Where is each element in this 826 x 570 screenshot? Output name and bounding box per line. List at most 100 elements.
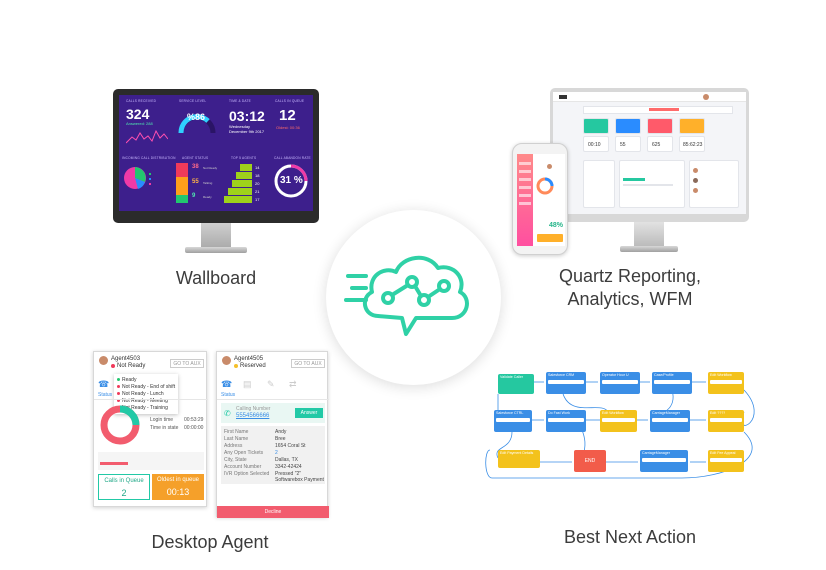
flow-node[interactable]: Edit Fee Appeal	[708, 450, 744, 472]
field-value: Dallas, TX	[275, 457, 298, 463]
status-value-1: 55	[192, 179, 199, 185]
node-label: Salesforce CTRL	[496, 411, 524, 415]
calls-in-queue-value: 12	[279, 107, 296, 124]
end-label: END	[584, 458, 596, 464]
go-to-aux-button[interactable]: GO TO AUX	[170, 359, 204, 368]
desktop-agent-panel-1: Agent4503 Not Ready GO TO AUX Ready Not …	[93, 351, 208, 507]
field-label: Any Open Tickets	[224, 450, 264, 456]
time-in-state-label: Time in state	[150, 425, 179, 431]
field-label: City, State	[224, 457, 247, 463]
ai-cloud-chat-icon	[344, 256, 469, 336]
flow-node[interactable]: Operator Hour U	[600, 372, 640, 394]
field-label: Account Number	[224, 464, 262, 470]
distribution-label: Incoming Call Distribution	[122, 156, 176, 160]
date-line2: December 9th 2017	[229, 129, 265, 134]
go-to-aux-button[interactable]: GO TO AUX	[291, 359, 325, 368]
field-value[interactable]: 2	[275, 450, 278, 456]
flow-node-end[interactable]: END	[574, 450, 606, 472]
node-label: CarriageManager	[642, 451, 670, 455]
avatar	[99, 356, 108, 365]
document-icon[interactable]: ▤	[243, 379, 252, 389]
flow-node[interactable]: Edit Payment Details	[498, 450, 540, 468]
incoming-phone-icon: ✆	[224, 409, 231, 418]
abandon-label: Call Abandon Rate	[274, 156, 311, 160]
status-dot	[234, 364, 238, 368]
transfer-icon[interactable]: ⇄	[289, 379, 297, 389]
tab-status[interactable]: Status	[98, 392, 113, 398]
menu-item-training[interactable]: Not Ready - Training	[122, 405, 168, 411]
answer-button[interactable]: Answer	[295, 408, 323, 418]
tab-status[interactable]: Status	[221, 392, 236, 398]
node-label: Case/Profile	[654, 373, 674, 377]
flow-node[interactable]: Do Fast Work	[546, 410, 586, 432]
progress-bar	[100, 462, 128, 465]
caption-wallboard: Wallboard	[175, 268, 257, 288]
incoming-call-box: ✆ Calling Number 5554566666 Answer	[221, 403, 325, 423]
abandon-rate-ring	[274, 164, 308, 198]
flow-node[interactable]: Edit ????	[708, 410, 744, 432]
caller-details	[221, 426, 325, 484]
status-value-0: 38	[192, 164, 199, 170]
node-label: CarriageManager	[652, 411, 680, 415]
status-name-0: Not Ready	[203, 166, 218, 170]
agent-status-label: Agent Status	[182, 156, 209, 160]
flow-node[interactable]: Salesforce CTRL	[494, 410, 532, 432]
service-level-value: %86	[187, 112, 206, 122]
menu-item-end-of-shift[interactable]: Not Ready - End of shift	[122, 384, 176, 390]
field-value: 1654 Coral St	[275, 443, 306, 449]
distribution-pie	[124, 167, 151, 189]
flow-diagram: Validate Caller Salesforce CRM Operator …	[482, 360, 772, 490]
avatar	[222, 356, 231, 365]
incoming-number[interactable]: 5554566666	[236, 413, 270, 419]
phone-icon[interactable]: ☎	[221, 379, 233, 389]
oldest-label: Oldest in queue	[156, 477, 200, 483]
decline-button[interactable]: Decline	[217, 506, 329, 518]
top5-value-1: 18	[255, 173, 260, 178]
node-label: Edit Workflow	[602, 411, 624, 415]
kpi-1: 55	[620, 142, 626, 148]
field-value: 3342-42424	[275, 464, 302, 470]
calls-received-label: Calls Received	[126, 99, 157, 103]
agent-name: Agent4503	[111, 356, 141, 362]
status-dot	[111, 364, 115, 368]
menu-item-meeting[interactable]: Not Ready - Meeting	[122, 398, 168, 404]
agent-name: Agent4505	[234, 356, 264, 362]
node-label: Validate Caller	[500, 375, 524, 379]
flow-node[interactable]: CarriageManager	[650, 410, 690, 432]
phone-icon[interactable]: ☎	[98, 379, 110, 389]
oldest-in-queue-box: Oldest in queue 00:13	[152, 474, 204, 500]
status-select[interactable]: Not Ready	[117, 363, 146, 369]
node-label: Do Fast Work	[548, 411, 570, 415]
top5-label: Top 5 Agents	[231, 156, 257, 160]
field-label: Address	[224, 443, 243, 449]
flow-node[interactable]: Edit Workflow	[600, 410, 637, 432]
flow-node[interactable]: Case/Profile	[652, 372, 692, 394]
service-level-gauge	[178, 114, 216, 134]
wallboard-screen: Calls Received Service Level Time & Date…	[119, 95, 313, 211]
flow-node-validate-caller[interactable]: Validate Caller	[498, 374, 534, 394]
desktop-agent-panel-2: Agent4505 Reserved GO TO AUX ☎ ▤ ✎ ⇄ Sta…	[216, 351, 329, 518]
kpi-2: 625	[652, 142, 661, 148]
calls-sparkline	[126, 129, 168, 144]
node-label: Salesforce CRM	[548, 373, 575, 377]
node-label: Edit ????	[710, 411, 726, 415]
menu-item-ready[interactable]: Ready	[122, 377, 137, 383]
center-badge	[326, 210, 501, 385]
status-select[interactable]: Reserved	[240, 363, 266, 369]
calls-in-queue-box: Calls in Queue 2	[98, 474, 150, 500]
flow-node[interactable]: CarriageManager	[640, 450, 688, 472]
time-date-label: Time & Date	[229, 99, 251, 103]
flow-node[interactable]: Salesforce CRM	[546, 372, 586, 394]
calls-in-queue-label: Calls in Queue	[104, 478, 144, 484]
top5-value-3: 21	[255, 189, 260, 194]
status-value-2: 9	[192, 193, 196, 199]
menu-item-lunch[interactable]: Not Ready - Lunch	[122, 391, 164, 397]
service-level-label: Service Level	[179, 99, 207, 103]
kpi-0: 00:10	[588, 142, 601, 148]
wallboard-monitor: Calls Received Service Level Time & Date…	[113, 89, 319, 259]
tools-icon[interactable]: ✎	[267, 379, 275, 389]
status-donut	[100, 405, 140, 445]
flow-node[interactable]: Edit Workflow	[708, 372, 744, 394]
top5-value-4: 17	[255, 197, 260, 202]
incoming-label: Calling Number	[236, 406, 271, 412]
